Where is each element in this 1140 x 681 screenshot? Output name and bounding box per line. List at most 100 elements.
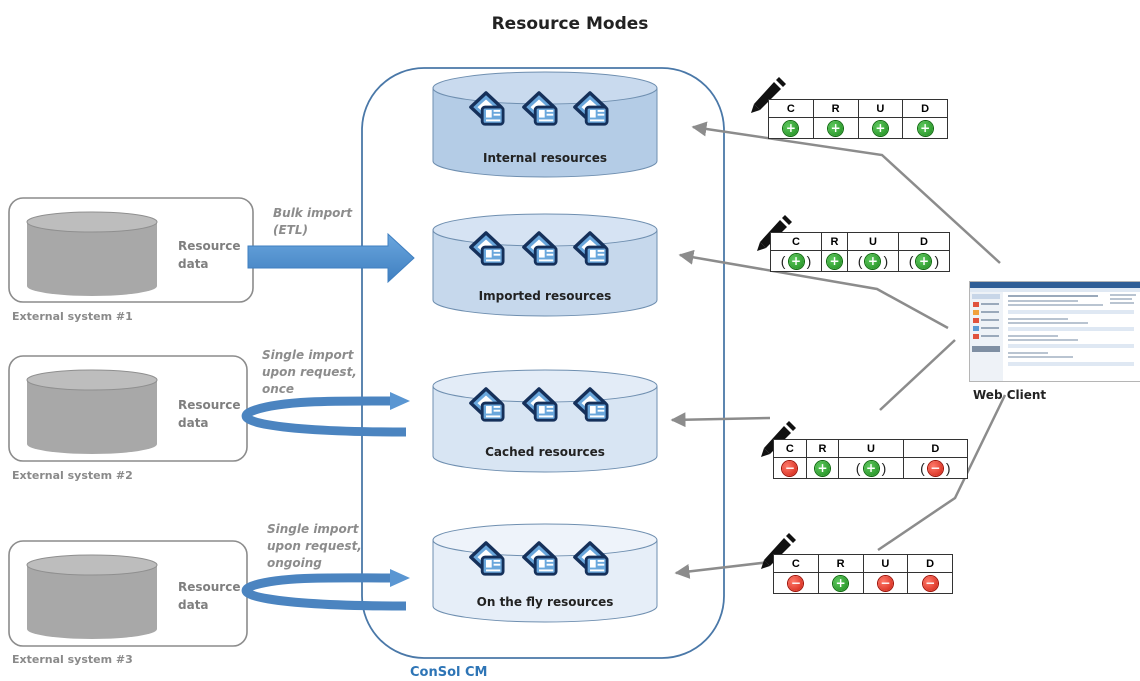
web-client-thumbnail <box>970 282 1140 381</box>
crud-permission-cell: ( + ) <box>897 250 951 272</box>
paren-close: ) <box>806 253 812 269</box>
plus-icon: + <box>826 253 842 269</box>
crud-header-cell: C <box>773 554 819 573</box>
crud-permission-cell: − <box>862 572 909 594</box>
pool-internal <box>432 71 658 178</box>
crud-header-cell: C <box>768 99 814 118</box>
paren-close: ) <box>945 460 951 476</box>
plus-icon: + <box>872 120 888 136</box>
external-system-label: External system #2 <box>12 469 133 482</box>
single-import-ongoing-arrow <box>241 569 410 611</box>
flow-label-bulk-import: Bulk import(ETL) <box>273 206 353 237</box>
paren-close: ) <box>883 253 889 269</box>
resource-data-label: Resource data <box>178 580 241 612</box>
crud-header-cell: U <box>857 99 904 118</box>
crud-permission-cell: − <box>773 572 819 594</box>
consol-cm-container <box>361 67 725 659</box>
database-icon <box>26 211 158 296</box>
crud-permission-row: + + + + <box>768 117 948 139</box>
connector-internal <box>691 121 1001 264</box>
container-label: ConSol CM <box>410 665 488 680</box>
crud-header-cell: C <box>769 232 823 251</box>
crud-permission-cell: ( + ) <box>769 250 823 272</box>
crud-header-cell: R <box>805 439 840 458</box>
paren-close: ) <box>881 460 887 476</box>
connector-on-the-fly <box>674 560 771 579</box>
web-client-label: Web Client <box>973 388 1047 402</box>
single-import-once-arrow <box>241 392 410 437</box>
paren-open: ( <box>855 460 861 476</box>
crud-permission-row: − + − − <box>773 572 953 594</box>
plus-icon: + <box>815 460 831 476</box>
crud-header-cell: D <box>902 99 948 118</box>
database-icon <box>26 369 158 454</box>
crud-header-cell: U <box>846 232 899 251</box>
plus-icon: + <box>828 120 844 136</box>
connector-cached-webclient <box>879 339 956 411</box>
resource-data-label: Resource data <box>178 239 241 271</box>
crud-permission-cell: ( − ) <box>902 457 969 479</box>
external-system-label: External system #1 <box>12 310 133 323</box>
pool-on-the-fly <box>432 523 658 623</box>
crud-header-cell: D <box>902 439 969 458</box>
crud-permission-cell: + <box>768 117 814 139</box>
plus-icon: + <box>788 253 804 269</box>
crud-header-cell: U <box>838 439 904 458</box>
paren-open: ( <box>908 253 914 269</box>
minus-icon: − <box>788 575 804 591</box>
crud-header-cell: R <box>817 554 864 573</box>
crud-permission-cell: − <box>907 572 953 594</box>
external-system-label: External system #3 <box>12 653 133 666</box>
pool-cached <box>432 369 658 473</box>
plus-icon: + <box>916 253 932 269</box>
crud-header-cell: U <box>862 554 909 573</box>
connector-on-the-fly-webclient <box>877 394 1007 552</box>
crud-header-cell: C <box>773 439 807 458</box>
pool-label-internal: Internal resources <box>482 151 608 165</box>
paren-open: ( <box>857 253 863 269</box>
pool-label-imported: Imported resources <box>478 289 612 303</box>
resource-data-label: Resource data <box>178 398 241 430</box>
paren-open: ( <box>920 460 925 476</box>
minus-icon: − <box>782 460 798 476</box>
plus-icon: + <box>865 253 881 269</box>
plus-icon: + <box>863 460 879 476</box>
paren-open: ( <box>780 253 786 269</box>
paren-close: ) <box>934 253 940 269</box>
crud-permission-row: −+( + )( − ) <box>773 457 969 479</box>
diagram-title: Resource Modes <box>491 14 649 34</box>
bulk-import-arrow <box>247 232 415 284</box>
pool-label-cached: Cached resources <box>485 445 605 459</box>
external-system-1 <box>8 197 254 303</box>
crud-permission-cell: + <box>857 117 904 139</box>
minus-icon: − <box>927 460 943 476</box>
external-system-2 <box>8 355 248 462</box>
crud-permission-cell: ( + ) <box>846 250 899 272</box>
minus-icon: − <box>922 575 938 591</box>
crud-header-cell: R <box>812 99 859 118</box>
crud-header-cell: D <box>907 554 953 573</box>
pool-imported <box>432 213 658 317</box>
plus-icon: + <box>833 575 849 591</box>
crud-permission-cell: + <box>805 457 840 479</box>
external-system-3 <box>8 540 248 647</box>
pool-label-on-the-fly: On the fly resources <box>476 595 614 609</box>
crud-permission-cell: + <box>821 250 848 272</box>
database-icon <box>26 554 158 639</box>
crud-permission-cell: ( + ) <box>838 457 904 479</box>
crud-header-cell: D <box>897 232 951 251</box>
crud-permission-cell: − <box>773 457 807 479</box>
minus-icon: − <box>877 575 893 591</box>
plus-icon: + <box>917 120 933 136</box>
